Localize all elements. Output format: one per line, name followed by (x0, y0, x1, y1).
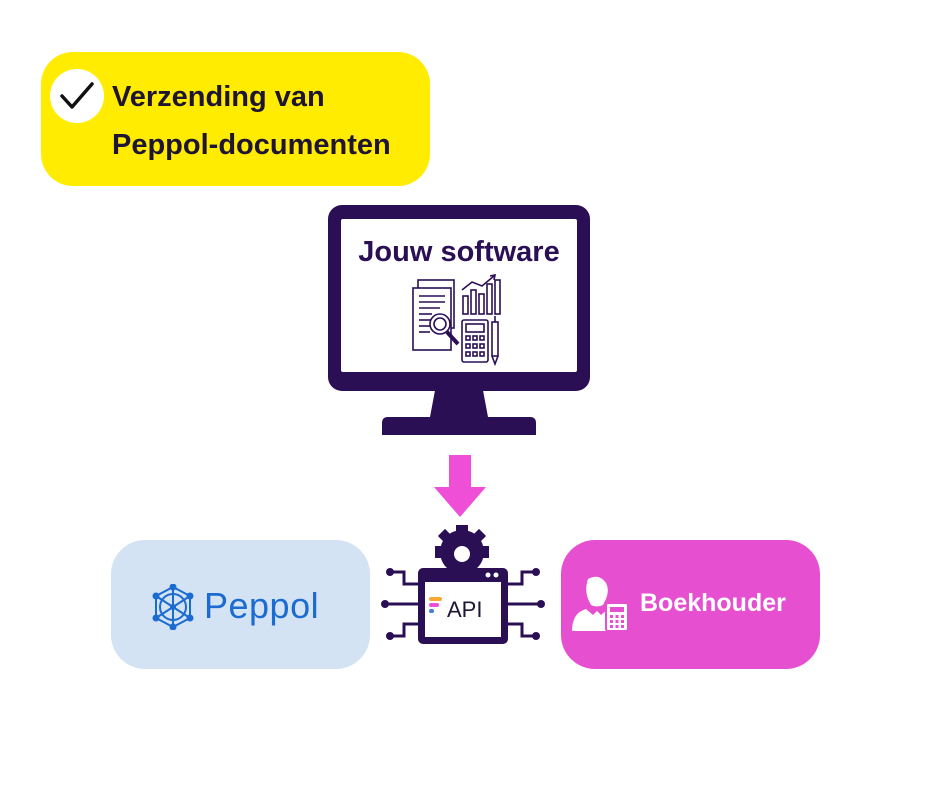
monitor-stand (382, 385, 536, 435)
documents-chart-calculator-icon (412, 274, 501, 366)
monitor-screen (341, 219, 577, 372)
arrow-down-icon (434, 455, 486, 517)
peppol-box (111, 540, 370, 669)
boekhouder-label: Boekhouder (640, 589, 786, 617)
api-gear-window-icon (381, 525, 545, 644)
software-title: Jouw software (358, 236, 560, 268)
badge-title-line1: Verzending van (112, 81, 325, 113)
api-label: API (447, 597, 483, 622)
boekhouder-box (561, 540, 820, 669)
checkmark-icon (50, 69, 104, 123)
accountant-calculator-icon (572, 576, 629, 632)
peppol-logo-icon (152, 584, 194, 630)
status-badge (41, 52, 430, 186)
peppol-label: Peppol (204, 585, 320, 626)
badge-title-line2: Peppol-documenten (112, 129, 391, 161)
